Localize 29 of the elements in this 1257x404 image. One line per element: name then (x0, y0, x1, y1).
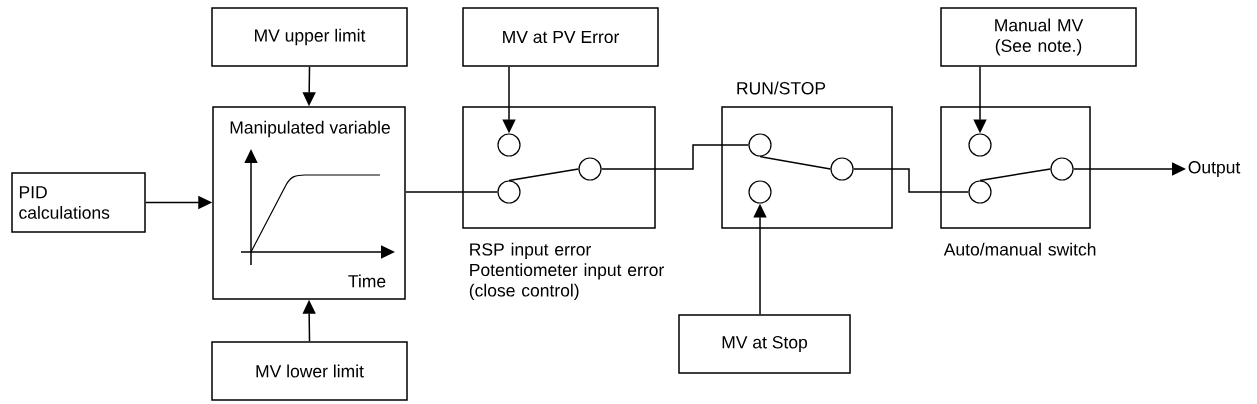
switch-box: RUN/STOP (721, 81, 893, 229)
switch-contact (968, 133, 992, 157)
switch-contact (968, 180, 992, 204)
switch-contact (497, 133, 521, 157)
connector (405, 191, 499, 193)
switch-contact (578, 157, 602, 181)
connector (600, 144, 750, 170)
process-box: MV at PV Error (462, 7, 659, 67)
process-box: MV upper limit (211, 7, 408, 67)
switch-contact (748, 180, 772, 204)
process-box: MV lower limit (211, 341, 408, 401)
switch-contact (1050, 157, 1074, 181)
node-label: Manipulated variable (230, 120, 390, 138)
node-label: Auto/manual switch (943, 242, 1096, 256)
switch-lever (759, 155, 832, 170)
output-label: Output (1188, 161, 1241, 177)
switch-contact (830, 157, 854, 181)
node-label: RUN/STOP (737, 81, 826, 95)
process-box: Manual MV (See note.) (940, 7, 1137, 67)
process-box: PID calculations (11, 172, 146, 233)
switch-lever (508, 168, 580, 182)
connector (852, 168, 970, 193)
switch-contact (748, 133, 772, 157)
process-box: MV at Stop (678, 314, 851, 374)
node-label: Time (348, 274, 386, 288)
node-label: RSP input error Potentiometer input error (close control) (469, 242, 664, 301)
switch-lever (979, 168, 1052, 182)
graph-box: Manipulated variable Time (212, 106, 406, 300)
switch-contact (497, 180, 521, 204)
